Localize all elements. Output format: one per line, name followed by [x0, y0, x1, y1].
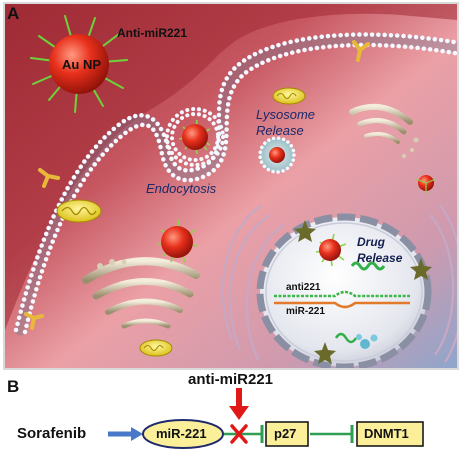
dnmt1-node-label: DNMT1 [364, 426, 409, 441]
plasma-membrane [13, 32, 457, 336]
released-anti221-strand [350, 261, 386, 271]
endoplasmic-reticulum [221, 204, 457, 363]
panel-a-frame [3, 2, 459, 370]
au-np-label: Au NP [62, 57, 101, 72]
block-x-icon [230, 424, 248, 444]
lysosome [258, 136, 296, 174]
drug-release-label: Release [357, 251, 403, 265]
sorafenib-label: Sorafenib [17, 425, 87, 442]
nanoparticle-cytoplasm [156, 219, 198, 263]
endocytosis-label: Endocytosis [146, 181, 217, 196]
nuclear-pore-icon [294, 220, 432, 364]
panel-a-label: A [7, 4, 20, 23]
anti221-strand-label: anti221 [286, 282, 321, 293]
anti-mir221-inhibitor-label: anti-miR221 [188, 371, 274, 388]
mir221-node-shape [142, 419, 224, 449]
mitochondrion-icon [272, 87, 306, 105]
mir221-node-label: miR-221 [156, 426, 207, 441]
panel-b-label: B [7, 377, 20, 396]
mitochondrion-icon [56, 199, 102, 223]
nanoparticle-nucleus [315, 233, 347, 267]
anti-mir221-label: Anti-miR221 [117, 26, 188, 40]
receptor-icon [38, 168, 60, 188]
p27-node-label: p27 [274, 426, 297, 441]
mir221-strand-label: miR-221 [286, 306, 325, 317]
p27-node-shape [265, 421, 309, 447]
drug-label: Drug [357, 235, 385, 249]
golgi-apparatus-right [349, 103, 419, 158]
lysosome-label: Lysosome [256, 107, 316, 122]
endocytic-vesicle [165, 107, 225, 167]
receptor-icon [24, 312, 44, 330]
receptor-icon [352, 40, 370, 62]
lysosome-release-label: Release [256, 123, 304, 138]
duplex-strands [274, 290, 410, 309]
panel-b-pathway [108, 388, 424, 449]
degraded-fragments [334, 332, 378, 349]
nanoparticle-small [415, 175, 437, 194]
golgi-apparatus-left [82, 257, 200, 329]
gold-nanoparticle-main [30, 15, 128, 113]
nanoparticle-endocytosis [178, 119, 211, 155]
mitochondrion-icon [139, 339, 173, 357]
dnmt1-node-shape [356, 421, 424, 447]
nucleus [256, 213, 432, 368]
